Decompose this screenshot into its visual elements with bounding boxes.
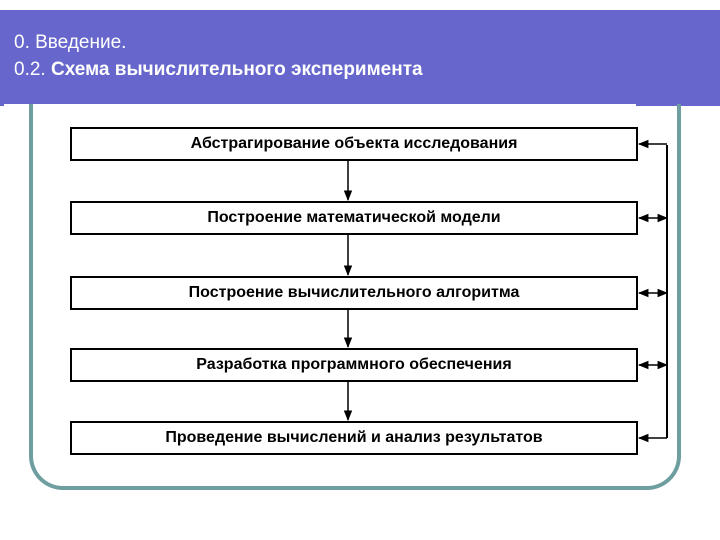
step-box-2: Построение математической модели (70, 201, 638, 235)
section-title: 0. Введение. (14, 32, 127, 53)
step-box-4: Разработка программного обеспечения (70, 348, 638, 382)
slide-title-number: 0.2. (14, 59, 51, 80)
content-frame (29, 104, 681, 490)
slide-title-text: Схема вычислительного эксперимента (50, 59, 423, 80)
step-box-3: Построение вычислительного алгоритма (70, 276, 638, 310)
slide-title: 0.2. Схема вычислительного эксперимента (14, 59, 423, 81)
step-box-5: Проведение вычислений и анализ результат… (70, 421, 638, 455)
slide-header: 0. Введение. 0.2. Схема вычислительного … (0, 10, 720, 107)
step-box-1: Абстрагирование объекта исследования (70, 127, 638, 161)
header-underline (4, 104, 636, 107)
